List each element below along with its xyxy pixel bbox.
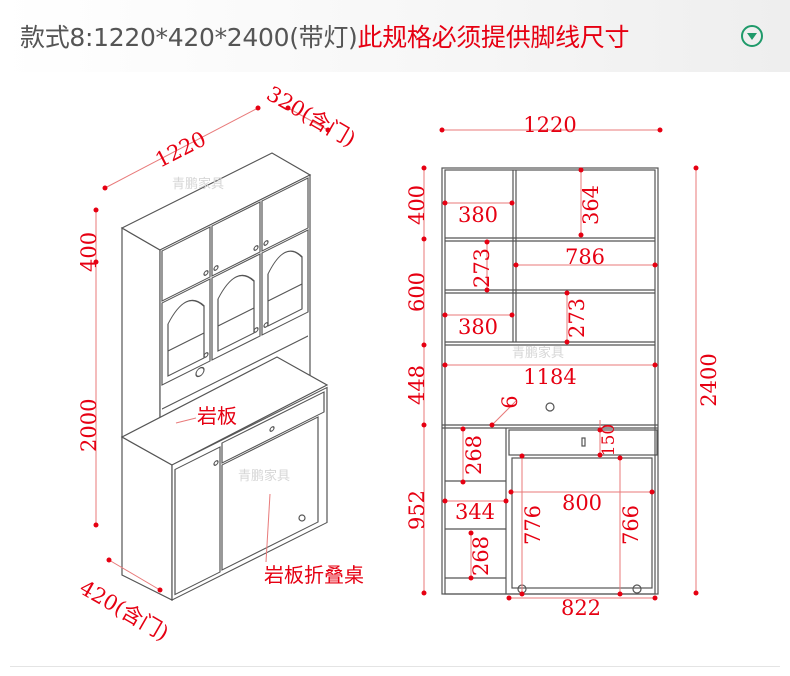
slab-label: 岩板 (197, 404, 237, 428)
lower-left-top-height-label: 268 (462, 435, 486, 475)
front-elevation (441, 167, 659, 595)
top-left-width-label: 380 (458, 203, 498, 227)
iso-upper-height-label: 400 (77, 232, 101, 272)
iso-cabinet (120, 152, 329, 601)
height-448-label: 448 (405, 365, 429, 405)
desk-opening-width-label: 822 (561, 596, 601, 620)
header-banner: 款式8:1220*420*2400(带灯)此规格必须提供脚线尺寸 (0, 0, 790, 72)
height-400-label: 400 (405, 185, 429, 225)
lower-left-bottom-height-label: 268 (469, 536, 493, 576)
desk-width-label: 800 (562, 491, 602, 515)
mid-right-height-label: 273 (565, 298, 589, 338)
folding-desk-label: 岩板折叠桌 (264, 563, 364, 587)
top-right-height-label: 364 (579, 185, 603, 225)
divider (10, 666, 780, 667)
chevron-down-circle-icon[interactable] (741, 25, 763, 47)
drawer-height-label: 150 (599, 424, 619, 456)
lower-left-width-label: 344 (455, 500, 495, 524)
mid-left-width-label: 380 (458, 315, 498, 339)
watermark: 青鹏家具 (512, 345, 564, 361)
front-total-height-label: 2400 (697, 353, 721, 406)
baseboard-note: 此规格必须提供脚线尺寸 (357, 23, 630, 52)
desk-left-height-label: 776 (521, 505, 545, 545)
iso-upper-depth-label: 320(含门) (263, 82, 360, 152)
model-spec: 款式8:1220*420*2400(带灯) (20, 23, 358, 52)
mid-right-width-label: 786 (565, 245, 605, 269)
front-total-width-label: 1220 (523, 113, 576, 137)
mid-left-height-label: 273 (470, 248, 494, 288)
niche-width-label: 1184 (523, 365, 576, 389)
watermark: 青鹏家具 (172, 176, 224, 192)
height-952-label: 952 (405, 490, 429, 530)
iso-lower-height-label: 2000 (77, 399, 101, 452)
desk-right-height-label: 766 (619, 505, 643, 545)
product-title: 款式8:1220*420*2400(带灯)此规格必须提供脚线尺寸 (20, 18, 630, 54)
watermark: 青鹏家具 (238, 468, 290, 484)
iso-width-label: 1220 (151, 127, 210, 173)
height-600-label: 600 (405, 272, 429, 312)
slab-thickness-label: 6 (498, 395, 522, 408)
